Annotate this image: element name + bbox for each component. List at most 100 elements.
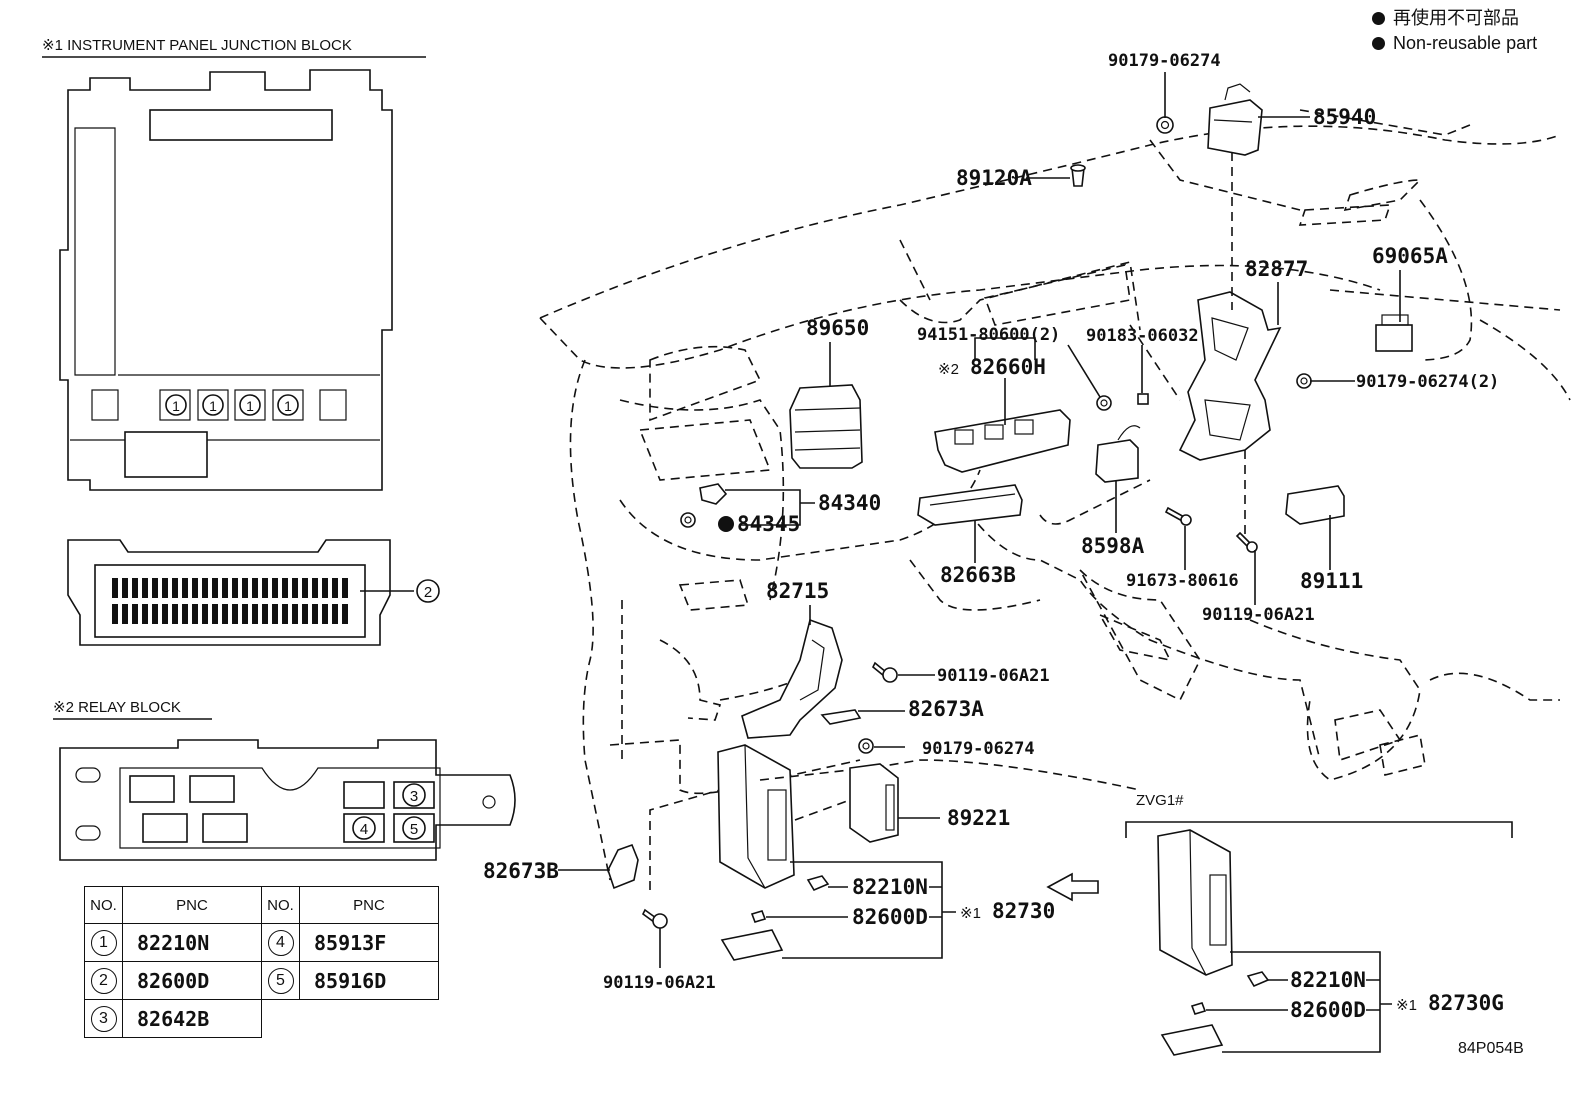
label-82730G: 82730G bbox=[1428, 991, 1504, 1015]
connector-pin bbox=[192, 578, 198, 598]
row-pnc: 82642B bbox=[122, 999, 262, 1038]
connector-pin bbox=[222, 604, 228, 624]
part-82663B-shape bbox=[917, 484, 1023, 526]
bullet-icon bbox=[1372, 37, 1385, 50]
zvg-detail bbox=[1125, 821, 1513, 1056]
relay-block-title: ※2 RELAY BLOCK bbox=[53, 699, 181, 716]
connector-pin bbox=[292, 604, 298, 624]
label-82730-prefix: ※1 bbox=[960, 905, 981, 922]
connector-pin bbox=[122, 578, 128, 598]
label-82600D-b: 82600D bbox=[1290, 998, 1366, 1022]
connector-pin bbox=[152, 604, 158, 624]
connector-pin bbox=[342, 604, 348, 624]
part-89120A-shape bbox=[1070, 164, 1086, 187]
connector-pin bbox=[312, 578, 318, 598]
marker-2: 2 bbox=[424, 584, 432, 601]
label-82663B: 82663B bbox=[940, 563, 1016, 587]
connector-pin bbox=[182, 604, 188, 624]
label-82730G-prefix: ※1 bbox=[1396, 997, 1417, 1014]
junction-block-title: ※1 INSTRUMENT PANEL JUNCTION BLOCK bbox=[42, 37, 352, 54]
pnc-table: NO. PNC NO. PNC 1 82210N 4 85913F 2 8260… bbox=[84, 886, 439, 1038]
part-8598A-shape bbox=[1095, 425, 1141, 483]
connector-pin bbox=[172, 578, 178, 598]
label-90183-06032: 90183-06032 bbox=[1086, 326, 1199, 346]
label-84345: 84345 bbox=[737, 512, 800, 536]
part-82600D-shape bbox=[750, 910, 767, 923]
connector-pin bbox=[132, 604, 138, 624]
pnc-table-header: NO. PNC NO. PNC bbox=[84, 886, 439, 924]
label-90179-06274-2: 90179-06274(2) bbox=[1356, 372, 1499, 392]
part-84345-shape bbox=[680, 512, 734, 532]
label-82210N: 82210N bbox=[852, 875, 928, 899]
relay-block-inset: ※2 RELAY BLOCK 3 4 5 bbox=[53, 699, 516, 861]
row-no: 3 bbox=[84, 999, 123, 1038]
connector-pin bbox=[332, 604, 338, 624]
connector-pin bbox=[262, 578, 268, 598]
header-no-2: NO. bbox=[261, 886, 300, 924]
part-89650-shape bbox=[789, 384, 863, 469]
dashboard-outline bbox=[539, 109, 1571, 890]
connector-pin bbox=[282, 578, 288, 598]
marker-5: 5 bbox=[410, 821, 418, 838]
connector-pin bbox=[292, 578, 298, 598]
connector-pins bbox=[112, 578, 348, 624]
connector-pin bbox=[232, 578, 238, 598]
part-82642B-cover-shape bbox=[720, 929, 784, 961]
part-90179-low-shape bbox=[858, 738, 874, 754]
label-89120A: 89120A bbox=[956, 166, 1032, 190]
legend-text-jp: 再使用不可部品 bbox=[1393, 8, 1519, 28]
label-90179-06274-top: 90179-06274 bbox=[1108, 51, 1221, 71]
connector-pin bbox=[142, 578, 148, 598]
label-82600D: 82600D bbox=[852, 905, 928, 929]
connector-pin bbox=[302, 604, 308, 624]
connector-pin bbox=[342, 578, 348, 598]
part-90179-06274-2-shape bbox=[1296, 373, 1312, 389]
part-90183-shape bbox=[1096, 393, 1149, 411]
connector-pin bbox=[212, 578, 218, 598]
part-89111-shape bbox=[1285, 485, 1345, 525]
label-82877: 82877 bbox=[1245, 257, 1308, 281]
row-no: 2 bbox=[84, 961, 123, 1000]
connector-pin bbox=[192, 604, 198, 624]
legend-row-en: Non-reusable part bbox=[1372, 31, 1537, 56]
connector-pin bbox=[142, 604, 148, 624]
label-82673A: 82673A bbox=[908, 697, 984, 721]
label-82730: 82730 bbox=[992, 899, 1055, 923]
label-91673-80616: 91673-80616 bbox=[1126, 571, 1239, 591]
part-82877-shape bbox=[1178, 291, 1282, 461]
connector-pin bbox=[112, 578, 118, 598]
marker-3: 3 bbox=[410, 788, 418, 805]
non-reusable-dot-icon bbox=[718, 516, 734, 532]
connector-pin bbox=[272, 604, 278, 624]
table-row: 2 82600D 5 85916D bbox=[84, 961, 439, 1000]
connector-pin bbox=[242, 604, 248, 624]
header-pnc: PNC bbox=[122, 886, 262, 924]
row-pnc: 82600D bbox=[122, 961, 262, 1000]
connector-pin bbox=[332, 578, 338, 598]
svg-text:1: 1 bbox=[209, 398, 217, 414]
label-69065A: 69065A bbox=[1372, 244, 1448, 268]
legend-text-en: Non-reusable part bbox=[1393, 33, 1538, 53]
label-90179-06274-low: 90179-06274 bbox=[922, 739, 1035, 759]
part-84340-shape bbox=[699, 483, 728, 505]
connector-pin bbox=[162, 578, 168, 598]
connector-pin bbox=[272, 578, 278, 598]
row-pnc-2: 85916D bbox=[299, 961, 439, 1000]
connector-pin bbox=[162, 604, 168, 624]
label-zvg1: ZVG1# bbox=[1136, 792, 1184, 809]
table-row: 1 82210N 4 85913F bbox=[84, 923, 439, 962]
legend-row-jp: 再使用不可部品 bbox=[1372, 6, 1537, 31]
label-90119-06A21-mid: 90119-06A21 bbox=[937, 666, 1050, 686]
part-69065A-shape bbox=[1375, 314, 1413, 352]
marker-4: 4 bbox=[360, 821, 368, 838]
empty-cell bbox=[262, 1000, 300, 1038]
part-91673-shape bbox=[1164, 506, 1192, 526]
part-82730-shape bbox=[717, 744, 795, 889]
row-no-2: 4 bbox=[261, 923, 300, 962]
connector-pin bbox=[322, 578, 328, 598]
connector-pin bbox=[202, 604, 208, 624]
connector-pin bbox=[182, 578, 188, 598]
svg-text:1: 1 bbox=[284, 398, 292, 414]
connector-pin bbox=[322, 604, 328, 624]
part-89221-shape bbox=[849, 763, 899, 843]
